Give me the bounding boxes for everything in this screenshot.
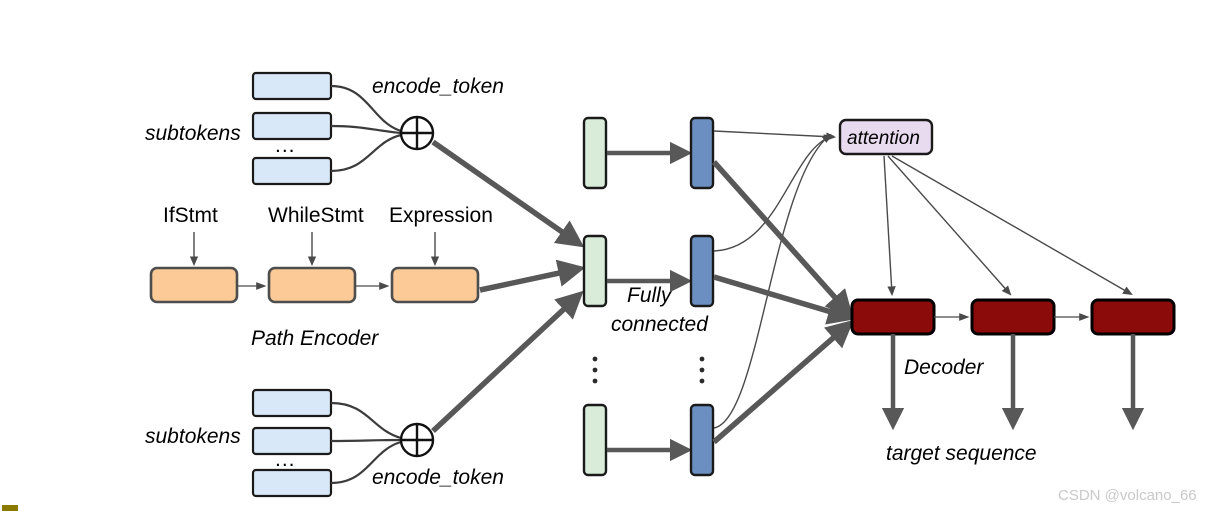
- if-stmt-label: IfStmt: [163, 204, 218, 227]
- subtoken-connector-top-1: [330, 84, 402, 133]
- path-encoder-group: IfStmt WhileStmt Expression Path Encoder: [149, 204, 493, 350]
- path-encoder-box-3[interactable]: [390, 266, 480, 304]
- subtokens-label-bottom: subtokens: [145, 425, 241, 448]
- line-attention-to-decoder-2: [887, 155, 1012, 296]
- encoder-state-bar-top[interactable]: [689, 116, 715, 190]
- attention-to-decoder-lines: [883, 155, 1133, 297]
- subtoken-box-top-3[interactable]: [251, 156, 333, 186]
- attention-box[interactable]: [838, 118, 934, 156]
- fully-connected-label-line2: connected: [611, 313, 709, 336]
- attention-node[interactable]: attention: [838, 118, 934, 156]
- arrow-state-top-to-decoder: [711, 160, 854, 318]
- subtoken-connector-top-3: [330, 133, 402, 173]
- encode-token-sum-bottom: [399, 422, 435, 458]
- target-sequence-arrows: target sequence: [881, 334, 1145, 465]
- subtoken-box-bottom-3[interactable]: [251, 468, 333, 498]
- subtokens-label-top: subtokens: [145, 122, 241, 145]
- fc-to-state-arrows: [607, 141, 693, 462]
- fully-connected-bar-bottom[interactable]: [582, 403, 608, 477]
- line-state-top-to-attention: [713, 130, 837, 141]
- line-attention-to-decoder-1: [883, 155, 896, 297]
- fully-connected-bars: Fully connected: [582, 116, 709, 477]
- watermark-label: CSDN @volcano_66: [1058, 487, 1197, 504]
- fully-connected-label-line1: Fully: [627, 284, 673, 307]
- encoder-state-bars: [689, 116, 715, 477]
- subtoken-connector-bottom-3: [330, 440, 402, 485]
- arrow-top-sum-to-fc: [431, 139, 585, 248]
- corner-marker: [2, 505, 18, 511]
- encode-token-label-top: encode_token: [372, 75, 504, 98]
- encode-token-label-bottom: encode_token: [372, 466, 504, 489]
- path-encoder-box-1[interactable]: [149, 266, 239, 304]
- subtoken-connector-bottom-1: [330, 401, 402, 440]
- decoder-label: Decoder: [904, 356, 984, 379]
- decoder-group: Decoder: [850, 298, 1176, 379]
- decoder-box-2[interactable]: [970, 298, 1056, 336]
- while-stmt-label: WhileStmt: [268, 204, 364, 227]
- line-state-mid-to-attention: [713, 134, 834, 252]
- subtokens-ellipsis-bottom: ...: [275, 448, 296, 471]
- decoder-box-1[interactable]: [850, 298, 936, 336]
- path-encoder-box-2[interactable]: [267, 266, 357, 304]
- arrow-path-encoder-to-fc: [479, 259, 586, 293]
- encoder-state-ellipsis: [699, 356, 705, 384]
- encoder-state-bar-bottom[interactable]: [689, 403, 715, 477]
- encode-token-sum-top: [399, 115, 435, 151]
- subtokens-group-bottom: subtokens ... encode_token: [145, 388, 504, 498]
- decoder-box-3[interactable]: [1090, 298, 1176, 336]
- fully-connected-ellipsis: [592, 356, 598, 384]
- state-to-decoder-arrows: [711, 160, 856, 445]
- attention-label: attention: [847, 128, 920, 149]
- subtoken-box-top-1[interactable]: [251, 71, 333, 101]
- subtokens-ellipsis-top: ...: [275, 134, 296, 157]
- encoder-to-fc-arrows: [431, 139, 586, 434]
- arrow-state-bottom-to-decoder: [712, 319, 854, 445]
- subtokens-group-top: subtokens ... encode_token: [145, 71, 504, 186]
- subtoken-box-bottom-1[interactable]: [251, 388, 333, 418]
- fully-connected-bar-mid[interactable]: [582, 234, 608, 308]
- arrow-state-mid-to-decoder: [713, 274, 856, 325]
- target-sequence-label: target sequence: [886, 442, 1037, 465]
- line-attention-to-decoder-3: [891, 155, 1133, 296]
- encoder-state-bar-mid[interactable]: [689, 234, 715, 308]
- path-encoder-label: Path Encoder: [251, 327, 379, 350]
- expression-label: Expression: [389, 204, 493, 227]
- fully-connected-bar-top[interactable]: [582, 116, 608, 190]
- subtoken-connector-bottom-2: [330, 438, 402, 443]
- arrow-bottom-sum-to-fc: [431, 290, 584, 434]
- subtoken-connector-top-2: [330, 124, 402, 135]
